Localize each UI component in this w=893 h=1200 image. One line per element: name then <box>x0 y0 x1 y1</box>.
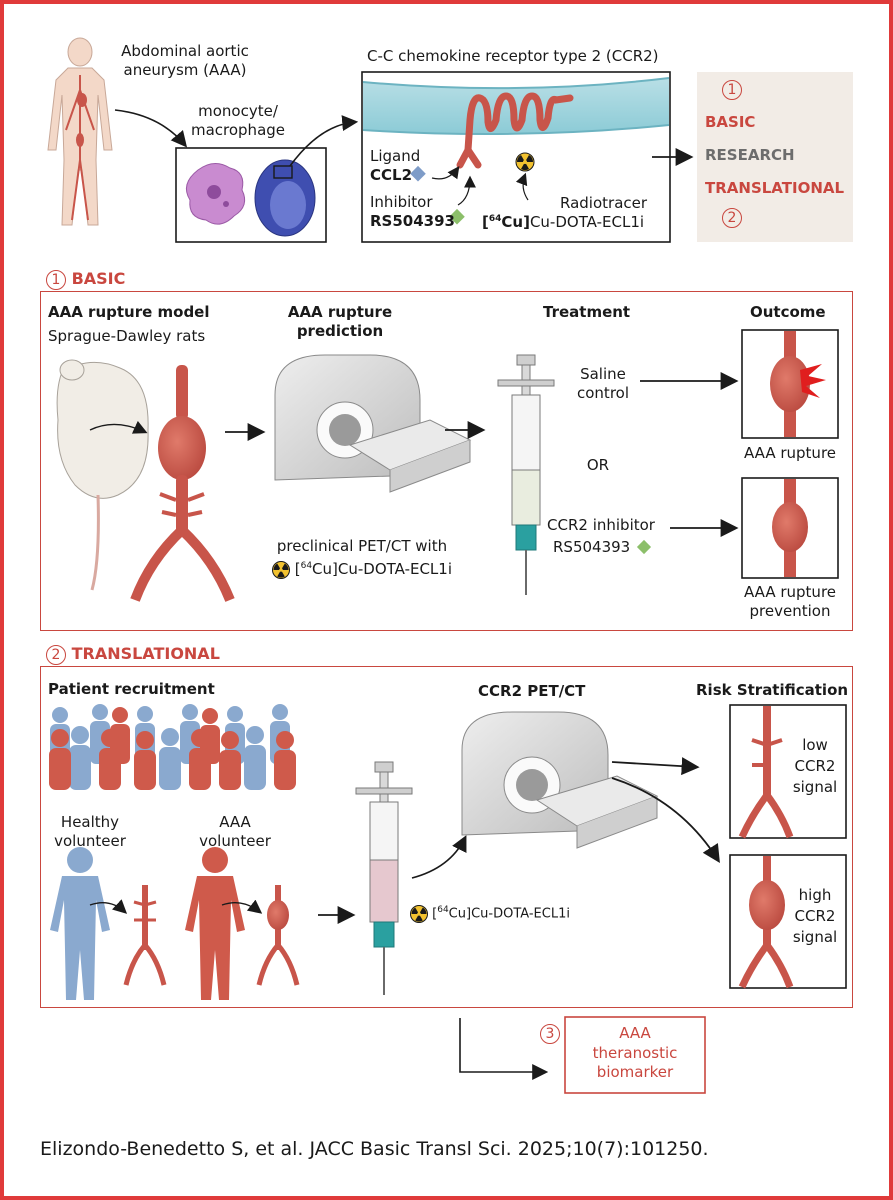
theranostic-box <box>564 1016 706 1094</box>
inhibitor-name: RS504393 <box>370 212 455 230</box>
healthy-volunteer-icon <box>50 847 110 1000</box>
pet-label: preclinical PET/CT with <box>276 537 448 555</box>
radiation-icon-header <box>515 152 535 172</box>
model-subtitle: Sprague-Dawley rats <box>48 327 206 345</box>
radiation-icon-translational <box>410 905 428 923</box>
model-title: AAA rupture model <box>48 303 210 321</box>
basic-section-box <box>40 291 853 631</box>
ccr2-title: C-C chemokine receptor type 2 (CCR2) <box>367 47 659 65</box>
aaa-label: Abdominal aortic aneurysm (AAA) <box>121 42 249 79</box>
radiation-icon-basic <box>271 560 290 579</box>
outcome-prevention-label: AAA rupture prevention <box>743 583 837 620</box>
basic-section-header: 1 BASIC <box>46 269 125 290</box>
legend-translational: TRANSLATIONAL <box>705 179 845 197</box>
low-signal-label: low CCR2 signal <box>792 736 838 796</box>
crowd-icon <box>49 704 296 790</box>
petct-title: CCR2 PET/CT <box>478 682 586 700</box>
aaa-volunteer-label: AAA volunteer <box>199 813 271 850</box>
ccr2-receptor <box>456 92 574 169</box>
monocyte-icon <box>254 159 316 237</box>
aorta-low-signal-icon <box>738 706 794 839</box>
translational-tracer: [64Cu]Cu-DOTA-ECL1i <box>410 905 570 923</box>
healthy-aorta-icon <box>123 885 167 986</box>
pet-ct-scanner-icon-basic <box>274 354 472 493</box>
syringe-icon-basic <box>497 354 555 595</box>
basic-section-number: 1 <box>46 270 66 290</box>
theranostic-number: 3 <box>540 1024 560 1044</box>
arrow-aaa-to-cells <box>114 109 188 148</box>
legend-num-2: 2 <box>722 208 742 228</box>
aorta-aneurysm-rat <box>130 365 235 602</box>
radiotracer-name: [64Cu]Cu-DOTA-ECL1i <box>482 213 645 231</box>
legend-num-1: 1 <box>722 80 742 100</box>
theranostic-label: AAA theranostic biomarker <box>592 1024 678 1081</box>
recruit-title: Patient recruitment <box>48 680 215 698</box>
inhibitor-diamond-icon-basic <box>636 539 652 555</box>
risk-title: Risk Stratification <box>696 681 849 699</box>
pet-tracer: [64Cu]Cu-DOTA-ECL1i <box>262 560 462 579</box>
aorta-prevented-icon <box>772 479 808 577</box>
legend-research: RESEARCH <box>705 146 795 164</box>
arrow-to-theranostic <box>459 1018 549 1080</box>
aaa-aorta-icon <box>256 885 300 986</box>
aaa-volunteer-icon <box>185 847 245 1000</box>
saline-label: Saline control <box>577 365 629 402</box>
arrow-cell-to-receptor <box>289 115 359 167</box>
healthy-volunteer-label: Healthy volunteer <box>54 813 126 850</box>
or-label: OR <box>586 456 610 474</box>
pet-ct-scanner-icon-translational <box>461 711 659 849</box>
outcome-rupture-label: AAA rupture <box>743 444 837 462</box>
rat-icon <box>56 359 149 591</box>
treatment-title: Treatment <box>543 303 631 321</box>
syringe-icon-translational <box>355 761 413 995</box>
monocyte-label: monocyte/ macrophage <box>190 102 286 139</box>
aorta-rupture-icon <box>770 331 826 437</box>
human-body-icon <box>47 37 113 226</box>
inhibitor-diamond-icon <box>449 208 465 225</box>
ccr2-inhibitor-label: CCR2 inhibitor <box>547 516 655 534</box>
inhibitor-label: Inhibitor <box>370 193 433 211</box>
macrophage-icon <box>185 163 246 225</box>
ligand-name: CCL2 <box>370 166 413 184</box>
translational-section-number: 2 <box>46 645 66 665</box>
outcome-title: Outcome <box>750 303 826 321</box>
translational-section-header: 2 TRANSLATIONAL <box>46 644 220 665</box>
high-signal-label: high CCR2 signal <box>792 886 838 946</box>
radiotracer-label: Radiotracer <box>560 194 648 212</box>
aorta-high-signal-icon <box>738 856 794 989</box>
ligand-label: Ligand <box>370 147 421 165</box>
ligand-diamond-icon <box>410 165 426 182</box>
citation: Elizondo-Benedetto S, et al. JACC Basic … <box>40 1138 709 1160</box>
legend-basic: BASIC <box>705 113 756 131</box>
ccr2-inhibitor-name: RS504393 <box>538 538 664 557</box>
translational-section-box <box>40 666 853 1008</box>
prediction-title: AAA rupture prediction <box>287 303 393 340</box>
